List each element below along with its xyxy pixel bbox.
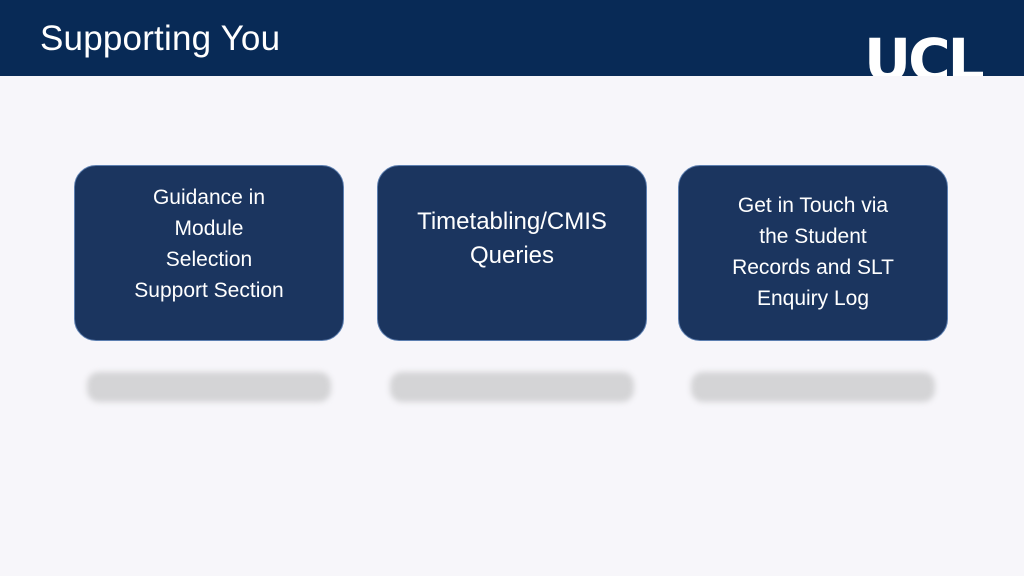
card-line: Records and SLT [732,256,894,279]
header-bar: Supporting You UCL [0,0,1024,76]
card-line: Guidance in [152,186,266,209]
card-text: Get in Touch via the Student Records and… [732,190,894,314]
card-line: Timetabling/CMIS [417,208,607,235]
ucl-logo: UCL [864,36,1000,76]
card-line: Selection [165,248,253,271]
card-line: Enquiry Log [756,287,870,310]
card-line: Get in Touch via [737,194,889,217]
card-line: the Student [759,225,867,248]
slide-title: Supporting You [40,19,281,58]
card-shadow [390,372,634,402]
card-line: Queries [469,242,555,269]
card-line: Module [174,217,244,240]
enquiry-log-card[interactable]: Get in Touch via the Student Records and… [678,165,948,341]
card-text: Timetabling/CMIS Queries [417,205,607,273]
card-shadow [691,372,935,402]
card-line: Support Section [134,279,284,302]
card-shadow [87,372,331,402]
card-text: Guidance in Module Selection Support Sec… [134,182,283,306]
ucl-logo-text: UCL [864,36,985,76]
module-selection-guidance-card[interactable]: Guidance in Module Selection Support Sec… [74,165,344,341]
timetabling-cmis-queries-card[interactable]: Timetabling/CMIS Queries [377,165,647,341]
